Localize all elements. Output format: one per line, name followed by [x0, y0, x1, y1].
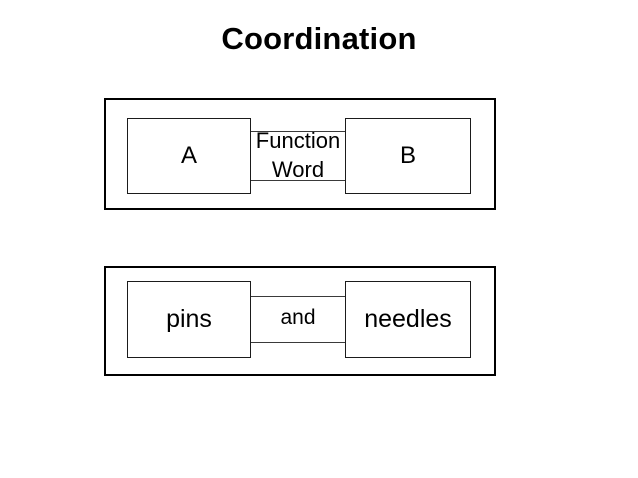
node-right-b: B [345, 118, 471, 194]
connector-label-line-1: Function [255, 128, 341, 153]
connector-label-block: and [251, 305, 345, 331]
node-right-needles: needles [345, 281, 471, 358]
page-title: Coordination [221, 21, 417, 56]
connector-label-line-1: and [280, 306, 316, 329]
node-left-a: A [127, 118, 251, 194]
connector-label-block: Function Word [251, 126, 345, 184]
connector-and: and [251, 296, 345, 343]
connector-label-line-2: Word [271, 157, 325, 182]
connector-rail-bottom [251, 180, 345, 181]
connector-function-word: Function Word [251, 128, 345, 182]
diagram-example: pins and needles [104, 266, 496, 376]
node-right-b-label: B [399, 142, 416, 169]
node-left-pins: pins [127, 281, 251, 358]
node-left-a-label: A [180, 142, 197, 169]
connector-rail-top [251, 296, 345, 297]
node-right-needles-label: needles [364, 305, 452, 333]
diagram-schematic: A Function Word B [104, 98, 496, 210]
connector-rail-top [251, 131, 345, 132]
connector-rail-bottom [251, 342, 345, 343]
node-left-pins-label: pins [166, 305, 212, 333]
